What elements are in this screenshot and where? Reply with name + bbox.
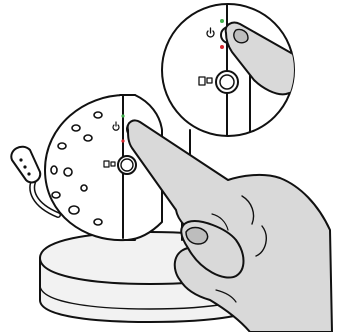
camera-mode-icon xyxy=(103,160,116,168)
zoom-green-led xyxy=(220,19,224,23)
zoom-inset xyxy=(161,3,295,137)
zoom-power-icon xyxy=(206,27,215,38)
zoom-red-led xyxy=(220,45,224,49)
power-icon xyxy=(112,121,120,131)
red-led xyxy=(121,139,125,143)
camera-head xyxy=(44,94,136,242)
green-led xyxy=(121,114,125,118)
zoom-mode-button xyxy=(215,70,239,94)
cable-plug xyxy=(10,145,42,184)
hand-main xyxy=(126,119,333,332)
speaker-holes xyxy=(50,111,103,226)
zoom-camera-mode-icon xyxy=(198,76,213,86)
